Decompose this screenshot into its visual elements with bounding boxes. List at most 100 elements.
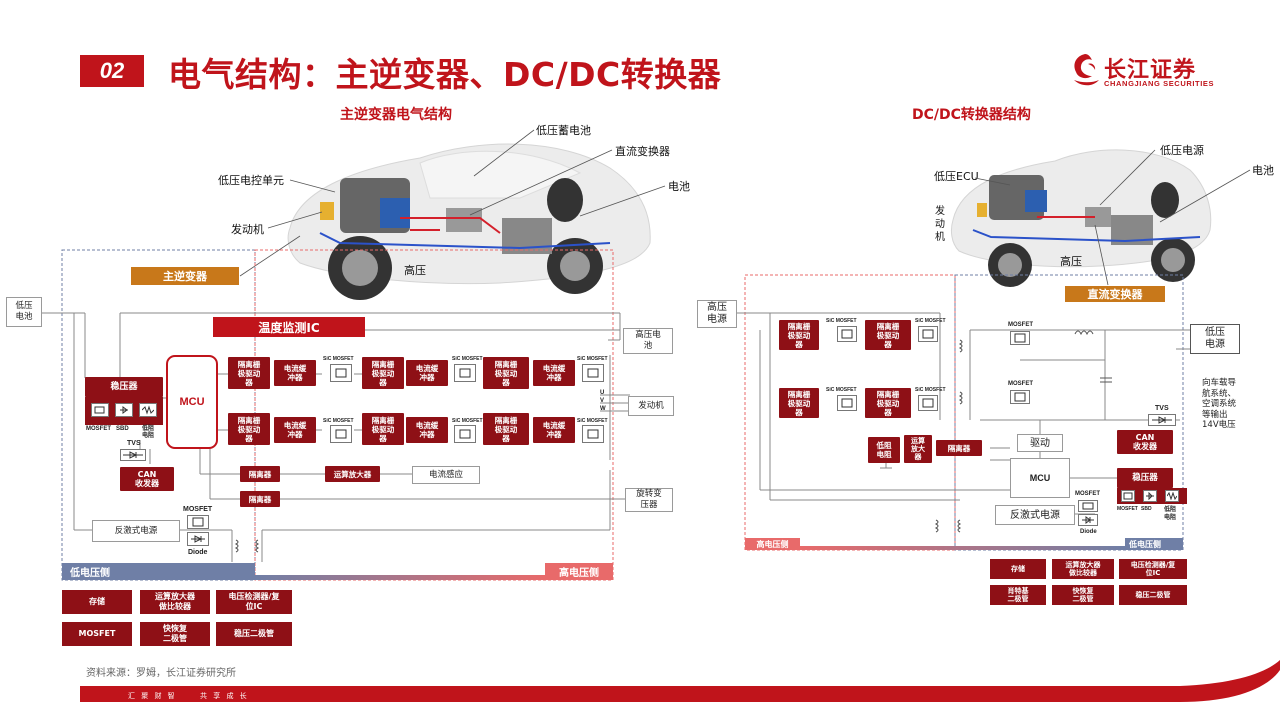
diode-icon <box>1078 514 1098 526</box>
current-buffer-bottom-2: 电流缓 冲器 <box>406 417 448 443</box>
dcdc-car-label-high-voltage: 高压 <box>1060 255 1082 268</box>
sic-mosfet-icon <box>330 425 352 443</box>
inverter-car-illustration <box>287 143 651 300</box>
legend-voltage-detector: 电压检测器/复 位IC <box>216 590 292 614</box>
logo-emblem-icon <box>1074 54 1099 86</box>
sic-mosfet-label: SiC MOSFET <box>577 356 608 362</box>
dcdc-isolator: 隔离器 <box>936 440 982 456</box>
sic-mosfet-icon <box>582 364 604 382</box>
resolver-box: 旋转变 压器 <box>625 488 673 512</box>
mosfet-symbol-icon <box>1121 490 1135 502</box>
dcdc-gate-driver-1: 隔离栅 极驱动 器 <box>779 320 819 350</box>
temp-monitor-ic-label: 温度监测IC <box>213 317 365 337</box>
dcdc-regulator: 稳压器 <box>1117 468 1173 488</box>
tvs-label: TVS <box>127 440 141 447</box>
dcdc-mosfet-label: MOSFET <box>1075 491 1100 497</box>
sic-mosfet-icon <box>837 326 857 342</box>
flyback-power-box: 反激式电源 <box>92 520 180 542</box>
current-buffer-top-1: 电流缓 冲器 <box>274 360 316 386</box>
diode-icon <box>187 532 209 546</box>
tvs-diode-icon <box>1148 414 1176 426</box>
dcdc-hv-side-band: 高电压侧 <box>745 538 800 550</box>
dcdc-mosfet-label: MOSFET <box>1008 381 1033 387</box>
car-label-motor: 发动机 <box>231 223 264 236</box>
dcdc-can-transceiver: CAN 收发器 <box>1117 430 1173 454</box>
hv-battery-box: 高压电 池 <box>623 328 673 354</box>
hv-power-box: 高压 电源 <box>697 300 737 328</box>
sic-mosfet-label: SiC MOSFET <box>323 356 354 362</box>
dcdc-sic-label: SiC MOSFET <box>915 387 946 393</box>
car-label-high-voltage: 高压 <box>404 264 426 277</box>
dcdc-legend-schottky-diode: 肖特基 二极管 <box>990 585 1046 605</box>
dcdc-car-label-lv-ecu: 低压ECU <box>934 170 979 183</box>
dcdc-legend-voltage-detector: 电压检测器/复 位IC <box>1119 559 1187 579</box>
dcdc-gate-driver-3: 隔离栅 极驱动 器 <box>779 388 819 418</box>
company-logo: 长江证券 CHANGJIANG SECURITIES <box>1068 50 1218 94</box>
footer-red-swoosh <box>80 660 1280 702</box>
dcdc-low-resistor: 低阻 电阻 <box>868 437 900 463</box>
sic-mosfet-icon <box>918 395 938 411</box>
gate-driver-bottom-2: 隔离栅 极驱动 器 <box>362 413 404 445</box>
dc-converter-label: 直流变换器 <box>1065 286 1165 302</box>
current-buffer-bottom-3: 电流缓 冲器 <box>533 417 575 443</box>
isolator-1: 隔离器 <box>240 466 280 482</box>
footer-slogan-left: 汇 聚 财 智 <box>128 692 177 700</box>
gate-driver-bottom-3: 隔离栅 极驱动 器 <box>483 413 529 445</box>
dcdc-diode-label: Diode <box>1080 529 1097 535</box>
dcdc-op-amp: 运算 放大 器 <box>904 435 932 463</box>
phase-w: W <box>600 406 606 412</box>
dcdc-legend-zener-diode: 稳压二极管 <box>1119 585 1187 605</box>
sbd-symbol-icon <box>115 403 133 417</box>
mosfet-label: MOSFET <box>183 506 213 513</box>
dcdc-mcu: MCU <box>1010 458 1070 498</box>
current-buffer-top-2: 电流缓 冲器 <box>406 360 448 386</box>
dcdc-legend-op-amp: 运算放大器 做比较器 <box>1052 559 1114 579</box>
left-panel-title: 主逆变器电气结构 <box>340 107 452 123</box>
sic-mosfet-icon <box>918 326 938 342</box>
dcdc-sic-label: SiC MOSFET <box>915 318 946 324</box>
current-buffer-top-3: 电流缓 冲器 <box>533 360 575 386</box>
car-label-lv-ecu: 低压电控单元 <box>218 174 284 187</box>
sbd-symbol-icon <box>1143 490 1157 502</box>
gate-driver-top-3: 隔离栅 极驱动 器 <box>483 357 529 389</box>
dcdc-regulator-body <box>1117 488 1187 504</box>
car-label-lv-battery: 低压蓄电池 <box>536 124 591 137</box>
sic-mosfet-label: SiC MOSFET <box>577 418 608 424</box>
inverter-mcu: MCU <box>166 355 218 449</box>
hv-side-band: 高电压侧 <box>545 563 613 580</box>
dcdc-car-label-lv-power: 低压电源 <box>1160 144 1204 157</box>
page-title: 电气结构：主逆变器、DC/DC转换器 <box>168 55 722 94</box>
op-amp: 运算放大器 <box>325 466 380 482</box>
phase-v: V <box>600 398 605 404</box>
mosfet-symbol-icon <box>91 403 109 417</box>
dcdc-sic-label: SiC MOSFET <box>826 318 857 324</box>
dcdc-lv-side-band: 低电压侧 <box>1125 538 1183 550</box>
lv-power-box: 低压 电源 <box>1190 324 1240 354</box>
resistor-symbol-icon <box>1165 490 1179 502</box>
sic-mosfet-icon <box>454 364 476 382</box>
tvs-diode-icon <box>120 449 146 461</box>
inverter-can-transceiver: CAN 收发器 <box>120 467 174 491</box>
gate-driver-top-2: 隔离栅 极驱动 器 <box>362 357 404 389</box>
right-panel-title: DC/DC转换器结构 <box>912 107 1031 123</box>
dcdc-voltage-gradient-bar <box>800 546 1125 550</box>
current-sensor-box: 电流感应 <box>412 466 480 484</box>
section-number-badge: 02 <box>80 55 144 87</box>
dcdc-car-illustration <box>950 149 1212 287</box>
mosfet-icon <box>187 515 209 529</box>
dcdc-sic-label: SiC MOSFET <box>826 387 857 393</box>
dcdc-tvs-label: TVS <box>1155 405 1169 412</box>
reg-part-mosfet: MOSFET <box>86 426 111 432</box>
drive-box: 驱动 <box>1017 434 1063 452</box>
dcdc-reg-part-resistor: 低阻 电阻 <box>1164 507 1177 521</box>
dcdc-car-label-battery: 电池 <box>1252 164 1274 177</box>
main-inverter-label: 主逆变器 <box>131 267 239 285</box>
reg-part-resistor: 低阻 电阻 <box>142 426 155 439</box>
dcdc-flyback-box: 反激式电源 <box>995 505 1075 525</box>
dcdc-legend-fast-recovery-diode: 快恢复 二极管 <box>1052 585 1114 605</box>
dcdc-reg-part-sbd: SBD <box>1141 506 1152 512</box>
sic-mosfet-label: SiC MOSFET <box>452 356 483 362</box>
resistor-symbol-icon <box>139 403 157 417</box>
sic-mosfet-label: SiC MOSFET <box>452 418 483 424</box>
